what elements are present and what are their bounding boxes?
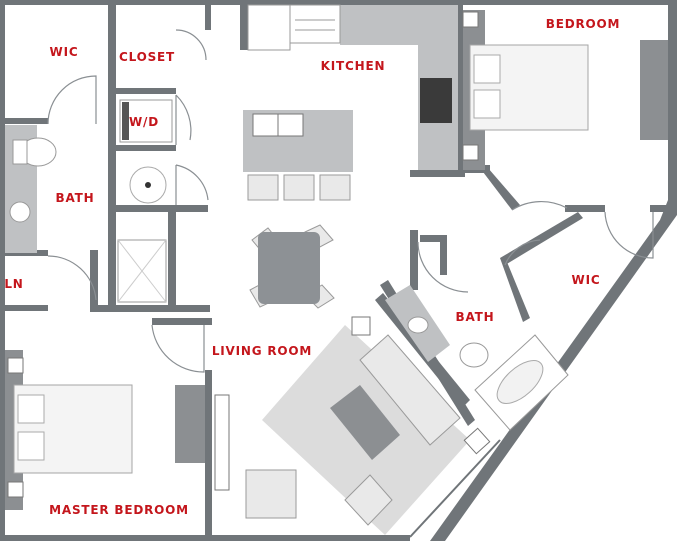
dining-table <box>249 224 335 309</box>
nightstand <box>462 11 479 28</box>
sink-icon <box>407 316 429 334</box>
kitchen-fixtures <box>243 4 458 201</box>
label-bath-right: BATH <box>456 310 495 324</box>
tv-stand <box>175 385 205 463</box>
door-swings <box>47 29 654 373</box>
armchair <box>245 469 297 519</box>
label-living-room: LIVING ROOM <box>212 344 312 358</box>
sofa <box>359 334 461 446</box>
nightstand <box>7 481 24 498</box>
label-ln: LN <box>4 277 23 291</box>
sink-icon <box>9 201 31 223</box>
label-bath-left: BATH <box>56 191 95 205</box>
fridge-icon <box>289 4 341 44</box>
label-closet: CLOSET <box>119 50 175 64</box>
toilet-icon <box>459 342 489 368</box>
bath-right-fixtures <box>385 285 569 455</box>
label-wd: W/D <box>129 115 159 129</box>
armchair <box>344 474 393 526</box>
stool <box>319 174 351 201</box>
stool <box>283 174 315 201</box>
label-wic-right: WIC <box>572 273 601 287</box>
living-room-furniture <box>175 316 501 538</box>
label-kitchen: KITCHEN <box>321 59 386 73</box>
tv <box>214 394 230 491</box>
nightstand <box>462 144 479 161</box>
nightstand <box>7 357 24 374</box>
stove-icon <box>420 78 452 123</box>
label-wic-left: WIC <box>50 45 79 59</box>
stool <box>247 174 279 201</box>
laundry <box>119 99 173 143</box>
bath-left-fixtures <box>5 125 167 303</box>
coffee-table <box>330 385 400 460</box>
label-bedroom: BEDROOM <box>546 17 621 31</box>
master-bedroom-furniture <box>5 350 133 510</box>
bedroom-furniture <box>462 10 668 170</box>
room-labels: WIC CLOSET KITCHEN BEDROOM W/D BATH LN W… <box>4 17 621 517</box>
label-master-bedroom: MASTER BEDROOM <box>49 503 189 517</box>
